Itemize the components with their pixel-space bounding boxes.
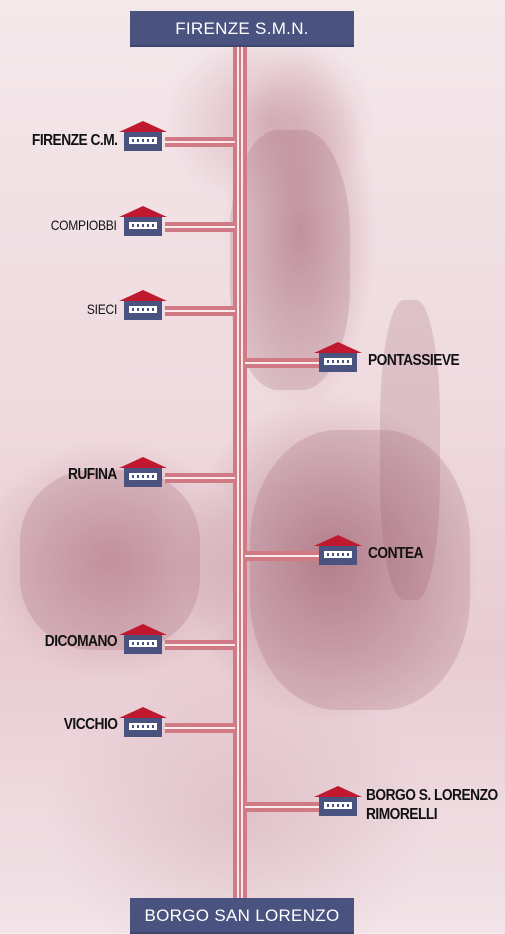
branch-rufina (165, 473, 235, 483)
station-label-firenze-cm: FIRENZE C.M. (31, 132, 117, 149)
main-line-track (233, 47, 247, 898)
branch-dicomano (165, 640, 235, 650)
branch-contea (245, 551, 320, 561)
station-label-contea: CONTEA (368, 545, 424, 562)
station-house-icon (314, 786, 362, 816)
station-house-icon (119, 707, 167, 737)
terminal-firenze-smn[interactable]: FIRENZE S.M.N. (130, 11, 354, 47)
branch-sieci (165, 306, 235, 316)
branch-vicchio (165, 723, 235, 733)
station-label-pontassieve: PONTASSIEVE (368, 352, 460, 369)
station-label-compiobbi: COMPIOBBI (51, 217, 117, 233)
branch-pontassieve (245, 358, 320, 368)
station-house-icon (314, 535, 362, 565)
station-label-dicomano: DICOMANO (44, 633, 118, 650)
station-house-icon (119, 206, 167, 236)
station-label-line1: BORGO S. LORENZO (366, 787, 498, 804)
station-label-sieci: SIECI (86, 301, 117, 317)
station-label-rufina: RUFINA (68, 466, 117, 483)
station-label-line2: RIMORELLI (366, 806, 438, 823)
terminal-borgo-san-lorenzo[interactable]: BORGO SAN LORENZO (130, 898, 354, 934)
branch-compiobbi (165, 222, 235, 232)
station-house-icon (119, 121, 167, 151)
branch-borgo-rimorelli (245, 802, 320, 812)
station-label-vicchio: VICCHIO (63, 716, 117, 733)
station-house-icon (119, 457, 167, 487)
station-label-borgo-rimorelli: BORGO S. LORENZO RIMORELLI (366, 786, 498, 824)
station-house-icon (119, 290, 167, 320)
branch-firenze-cm (165, 137, 235, 147)
station-house-icon (119, 624, 167, 654)
station-house-icon (314, 342, 362, 372)
